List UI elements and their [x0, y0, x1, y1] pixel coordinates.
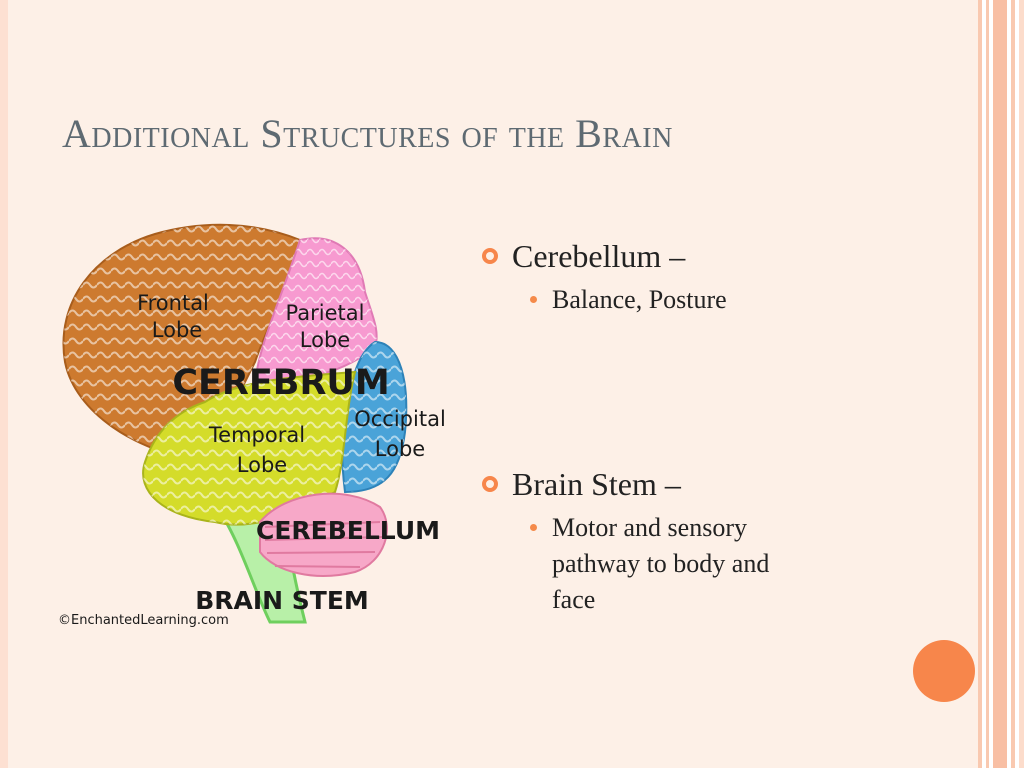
right-decorative-stripes	[978, 0, 1024, 768]
bullet-item: Brain Stem – Motor and sensory pathway t…	[482, 464, 882, 618]
bullet-heading: Brain Stem –	[512, 466, 681, 502]
sub-bullet-dot-icon	[528, 510, 552, 618]
bullet-marker-icon	[482, 248, 512, 264]
label-brain-stem: BRAIN STEM	[195, 586, 369, 615]
brain-diagram: Frontal Lobe Parietal Lobe CEREBRUM Occi…	[55, 222, 450, 632]
label-frontal: Frontal	[137, 291, 209, 315]
label-frontal-lobe: Lobe	[152, 318, 202, 342]
copyright-credit: ©EnchantedLearning.com	[58, 613, 229, 628]
bullet-item: Cerebellum – Balance, Posture	[482, 236, 882, 318]
slide-title: Additional Structures of the Brain	[62, 111, 673, 156]
bullet-heading: Cerebellum –	[512, 238, 686, 274]
label-parietal-lobe: Lobe	[300, 328, 350, 352]
sub-bullet-text: Motor and sensory pathway to body and fa…	[552, 513, 770, 614]
label-parietal: Parietal	[286, 301, 365, 325]
label-occipital-lobe: Lobe	[375, 437, 425, 461]
label-cerebrum: CEREBRUM	[172, 363, 389, 403]
decorative-orange-circle	[913, 640, 975, 702]
cerebellum-region	[259, 492, 388, 577]
sub-bullet-dot-icon	[528, 282, 552, 318]
occipital-lobe-region	[341, 340, 408, 494]
temporal-lobe-region	[142, 370, 357, 526]
label-cerebellum: CEREBELLUM	[256, 516, 440, 545]
frontal-lobe-region	[62, 223, 302, 464]
brain-diagram-svg: Frontal Lobe Parietal Lobe CEREBRUM Occi…	[58, 223, 446, 628]
label-temporal-lobe: Lobe	[237, 453, 287, 477]
sub-bullet-text: Balance, Posture	[552, 285, 727, 314]
label-temporal: Temporal	[208, 423, 305, 447]
slide-left-border	[0, 0, 8, 768]
bullet-marker-icon	[482, 476, 512, 492]
parietal-lobe-region	[253, 237, 378, 384]
label-occipital: Occipital	[354, 407, 446, 431]
